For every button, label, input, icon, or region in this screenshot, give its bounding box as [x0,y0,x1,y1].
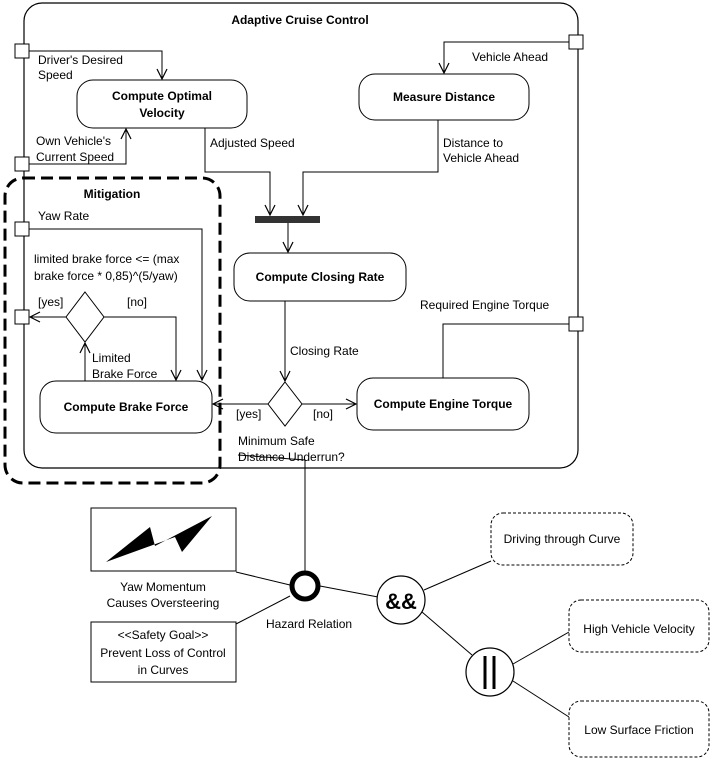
action-compute-optimal-velocity-label-2: Velocity [139,106,185,120]
hazard-relation-node[interactable] [289,570,321,602]
action-compute-optimal-velocity[interactable] [76,79,248,129]
condition-high-vehicle-velocity[interactable] [568,599,710,653]
pin-drivers-desired-speed[interactable] [14,43,30,59]
label-limited-brake-force: Limited [92,351,131,365]
edge-and-to-curve [423,560,492,591]
or-gate[interactable] [465,647,515,697]
label-limited-brake-force-2: Brake Force [92,367,158,381]
edge-adjusted-speed [204,128,270,215]
decision-brake-limit[interactable] [65,291,105,343]
label-drivers-desired-speed: Driver's Desired [38,53,123,67]
action-compute-engine-torque-label: Compute Engine Torque [374,397,513,411]
pin-vehicle-ahead[interactable] [568,34,584,50]
edge-and-to-or [421,611,473,656]
label-min-safe-distance-2: Distance Underrun? [238,450,345,464]
label-adjusted-speed: Adjusted Speed [210,136,295,150]
edge-or-to-friction [512,680,570,718]
label-yaw-momentum-2: Causes Oversteering [107,596,220,610]
label-own-vehicle-speed-2: Current Speed [36,150,114,164]
guard-no-brake-limit: [no] [127,295,147,309]
edge-yaw-to-hazard [235,571,291,586]
lightning-icon [106,516,212,562]
edge-own-speed [29,129,126,165]
activity-title: Adaptive Cruise Control [231,13,368,27]
label-drivers-desired-speed-2: Speed [38,68,73,82]
edge-desired-speed [29,50,162,79]
label-low-surface-friction: Low Surface Friction [584,723,693,737]
guard-yes-brake-limit: [yes] [38,295,63,309]
decision-min-safe-distance[interactable] [267,381,303,427]
label-safety-goal-stereotype: <<Safety Goal>> [118,628,209,642]
condition-low-surface-friction[interactable] [568,700,710,758]
action-compute-optimal-velocity-label: Compute Optimal [112,89,212,103]
label-closing-rate: Closing Rate [290,344,359,358]
mitigation-title: Mitigation [84,187,141,201]
action-measure-distance[interactable] [358,73,530,121]
edge-distance [303,120,439,215]
edge-vehicle-ahead [444,41,569,73]
condition-driving-through-curve[interactable] [490,512,634,566]
safety-goal-box[interactable] [90,621,237,683]
label-own-vehicle-speed: Own Vehicle's [36,134,111,148]
label-hazard-relation: Hazard Relation [266,617,352,631]
edge-or-to-velocity [512,631,570,665]
label-min-safe-distance: Minimum Safe [238,434,315,448]
label-brake-condition-2: brake force * 0,85)^(5/yaw) [34,269,178,283]
action-compute-brake-force-label: Compute Brake Force [64,400,189,414]
edge-hazard-to-activity [237,454,306,571]
join-bar [255,216,320,223]
and-gate[interactable] [376,575,426,625]
yaw-momentum-box[interactable] [90,507,237,572]
and-gate-label: && [385,589,417,614]
label-high-vehicle-velocity: High Vehicle Velocity [583,622,694,636]
edge-yaw-rate [29,228,202,380]
pin-yaw-rate[interactable] [14,221,30,237]
label-yaw-rate: Yaw Rate [38,209,89,223]
edge-goal-to-hazard [235,595,291,625]
pin-required-engine-torque[interactable] [568,316,584,332]
edge-hazard-to-and [319,585,379,598]
label-yaw-momentum: Yaw Momentum [120,580,206,594]
label-safety-goal: Prevent Loss of Control [100,646,225,660]
label-distance-to-vehicle-2: Vehicle Ahead [443,151,519,165]
guard-no-engine: [no] [313,407,333,421]
action-compute-closing-rate-label: Compute Closing Rate [256,270,385,284]
edge-brake-no [104,316,176,380]
label-safety-goal-2: in Curves [138,663,189,677]
mitigation-region [3,176,222,485]
edge-engine-torque-out [442,323,569,378]
label-vehicle-ahead: Vehicle Ahead [472,50,548,64]
label-distance-to-vehicle: Distance to [443,136,503,150]
label-driving-through-curve: Driving through Curve [504,532,621,546]
action-measure-distance-label: Measure Distance [393,90,495,104]
label-brake-condition: limited brake force <= (max [34,252,179,266]
guard-yes-brake: [yes] [236,407,261,421]
label-required-engine-torque: Required Engine Torque [420,298,550,312]
action-compute-closing-rate[interactable] [233,252,407,302]
pin-own-vehicle-speed[interactable] [14,156,30,172]
pin-brake-output[interactable] [14,309,30,325]
